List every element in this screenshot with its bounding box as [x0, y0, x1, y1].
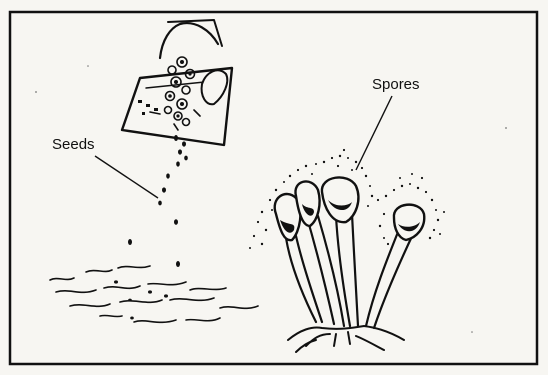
fungus-base	[288, 326, 404, 352]
print-specks	[35, 65, 507, 333]
spilling-seeds	[128, 135, 188, 267]
fungus-sporangia	[275, 177, 425, 352]
spores-pointer-line	[356, 96, 392, 170]
seeds-pointer-line	[95, 156, 158, 198]
fungus-stalks	[286, 214, 414, 328]
seeds-label: Seeds	[52, 137, 95, 152]
soil-ground	[50, 266, 258, 322]
seed-packet-with-hand	[122, 20, 232, 267]
spores-label: Spores	[372, 77, 420, 92]
figure-border	[10, 12, 537, 364]
